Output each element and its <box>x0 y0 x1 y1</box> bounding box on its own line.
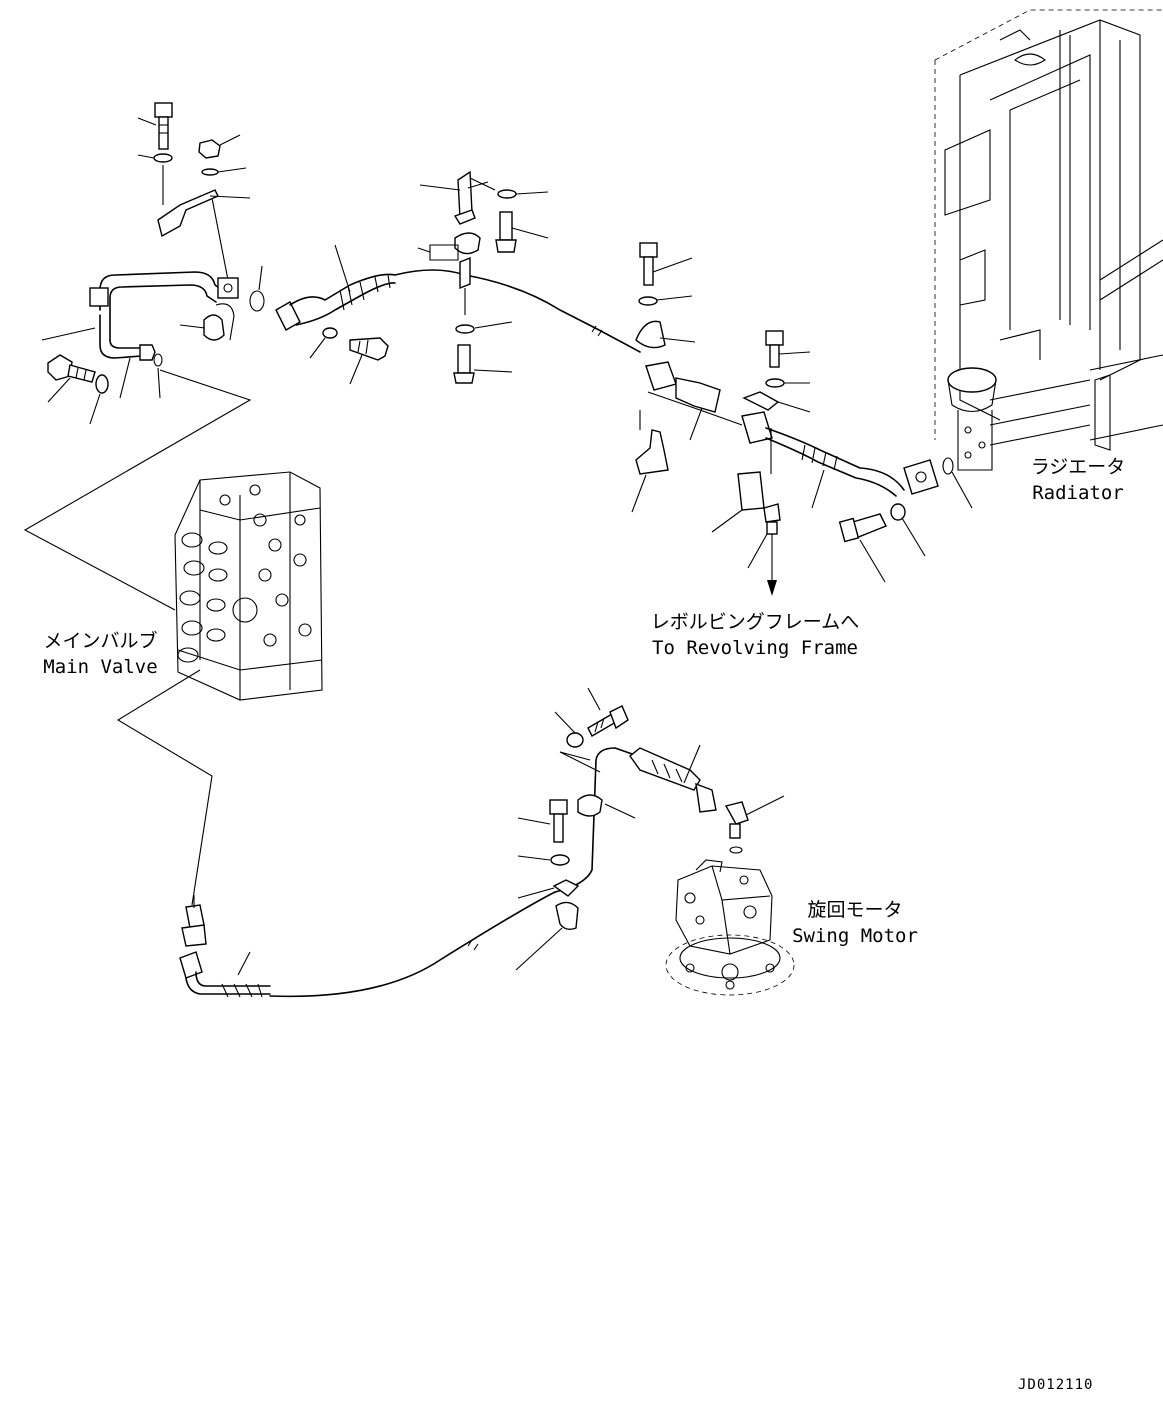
main-valve-label-jp: メインバルブ <box>43 630 158 652</box>
hose-upper <box>275 244 466 385</box>
bracket-top-left <box>157 189 251 281</box>
oring-left <box>153 265 265 399</box>
clamp-middle-upper <box>417 170 513 384</box>
radiator-label-en: Radiator <box>1032 482 1124 504</box>
revolving-frame-label-jp: レボルビングフレームへ <box>650 611 860 633</box>
swing-motor-label-en: Swing Motor <box>792 925 918 947</box>
bolt-middle-upper <box>495 189 549 253</box>
nut-top-left <box>198 134 247 176</box>
swing-motor <box>665 795 795 996</box>
bolt-top-left <box>137 102 173 205</box>
clamp-assy-right <box>631 242 811 596</box>
radiator-label-jp: ラジエータ <box>1030 456 1126 478</box>
leader-lines <box>23 369 252 906</box>
radiator-oring <box>942 457 973 509</box>
bolt-left-lower <box>47 354 131 425</box>
swing-motor-label-jp: 旋回モータ <box>807 899 903 921</box>
main-valve <box>174 471 323 701</box>
document-id: JD012110 <box>1018 1377 1094 1393</box>
long-hose-upper <box>464 274 641 353</box>
clamp-left <box>179 303 235 341</box>
hose-right <box>765 427 939 583</box>
radiator <box>934 9 1163 471</box>
lower-hose <box>179 744 717 998</box>
main-valve-label-en: Main Valve <box>43 656 158 678</box>
lower-clamp-parts <box>515 687 636 971</box>
tube-upper-left <box>41 271 239 361</box>
revolving-frame-label-en: To Revolving Frame <box>652 637 858 659</box>
